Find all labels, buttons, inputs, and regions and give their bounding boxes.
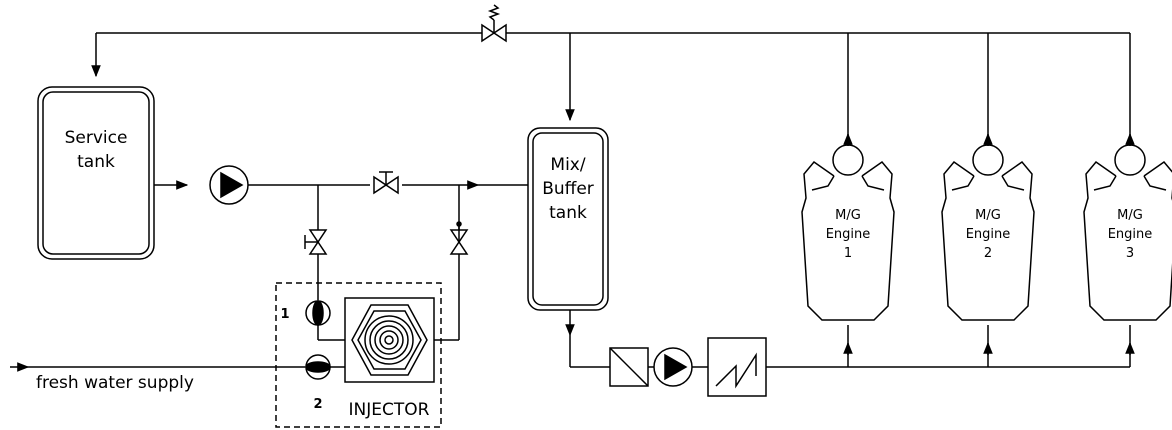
supply-pump-icon <box>209 165 249 205</box>
fresh-water-line <box>10 354 345 380</box>
engine-supply-line <box>565 310 1135 368</box>
service-tank-label-1: Service <box>65 128 128 148</box>
filter-icon <box>609 347 649 387</box>
relief-valve-icon <box>481 4 507 43</box>
service-tank-label-2: tank <box>77 152 115 172</box>
engine-1-label-2: Engine <box>826 227 871 242</box>
return-line <box>91 32 1135 146</box>
heater-icon <box>707 337 767 397</box>
engine-1 <box>801 144 895 321</box>
engine-3-label-1: M/G <box>1117 208 1143 223</box>
engine-2 <box>941 144 1035 321</box>
buffer-tank-label-2: Buffer <box>542 179 594 199</box>
buffer-tank-label-1: Mix/ <box>550 155 585 175</box>
engine-3-label-3: 3 <box>1126 246 1134 261</box>
engine-2-label-3: 2 <box>984 246 992 261</box>
injector-outlet-branch <box>434 185 469 341</box>
engine-3 <box>1083 144 1172 321</box>
service-tank <box>37 86 155 260</box>
engine-1-label-3: 1 <box>844 246 852 261</box>
booster-pump-icon <box>653 347 693 387</box>
flow-meter-1-label: 1 <box>280 307 289 322</box>
bypass-valve-icon <box>373 171 399 195</box>
engine-3-label-2: Engine <box>1108 227 1153 242</box>
injector-inlet-branch <box>304 185 328 300</box>
flow-meter-1-icon <box>305 300 345 341</box>
engine-2-label-1: M/G <box>975 208 1001 223</box>
engine-2-label-2: Engine <box>966 227 1011 242</box>
injector-label: INJECTOR <box>349 400 430 420</box>
buffer-tank <box>527 127 609 311</box>
fresh-water-supply-label: fresh water supply <box>36 373 194 393</box>
flow-meter-2-label: 2 <box>313 397 322 412</box>
engine-1-label-1: M/G <box>835 208 861 223</box>
buffer-tank-label-3: tank <box>549 203 587 223</box>
